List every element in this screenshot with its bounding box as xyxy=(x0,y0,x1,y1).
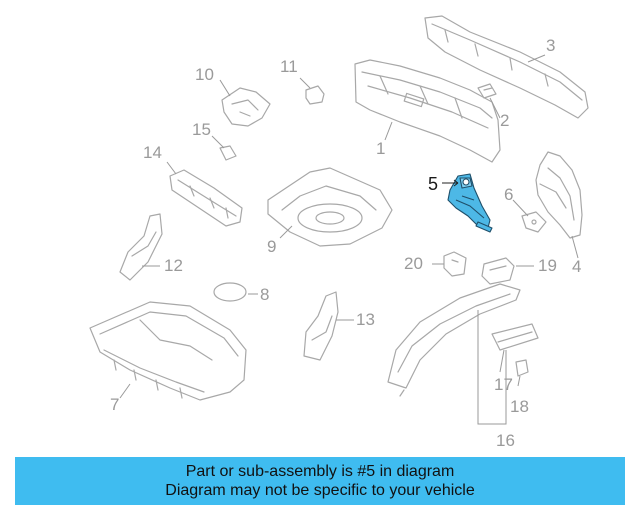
callout-5: 5 xyxy=(428,174,439,194)
part-8-plug xyxy=(213,282,247,302)
callout-8: 8 xyxy=(260,285,270,304)
callout-20: 20 xyxy=(404,254,423,273)
caption-line-2: Diagram may not be specific to your vehi… xyxy=(165,482,475,499)
callout-4: 4 xyxy=(572,257,582,276)
part-15-clip xyxy=(219,145,237,161)
callout-9: 9 xyxy=(267,237,277,256)
part-17-rail xyxy=(491,323,539,351)
caption-bar: Part or sub-assembly is #5 in diagram Di… xyxy=(15,457,625,505)
callout-12: 12 xyxy=(164,256,183,275)
callout-2: 2 xyxy=(500,111,510,130)
part-3-rail xyxy=(424,15,589,119)
parts-diagram xyxy=(89,15,589,425)
part-16-wheelhouse xyxy=(387,283,521,397)
callout-7: 7 xyxy=(110,395,120,414)
callout-13: 13 xyxy=(356,310,375,329)
part-10-bracket xyxy=(221,87,271,127)
part-9-spare-well xyxy=(267,167,393,247)
callout-3: 3 xyxy=(546,36,556,55)
caption-line-1: Part or sub-assembly is #5 in diagram xyxy=(185,463,455,480)
part-4-side-panel xyxy=(535,151,583,239)
part-5-highlighted xyxy=(447,173,493,233)
callout-17: 17 xyxy=(494,375,513,394)
part-14-rail xyxy=(169,169,243,227)
part-6-bracket xyxy=(521,211,547,233)
callout-18: 18 xyxy=(510,397,529,416)
callout-11: 11 xyxy=(280,57,298,76)
callout-15: 15 xyxy=(192,120,211,139)
part-20-bracket xyxy=(443,251,467,277)
part-13-bracket xyxy=(303,291,339,361)
callout-19: 19 xyxy=(538,256,557,275)
part-19-bracket xyxy=(481,257,515,285)
part-18-clip xyxy=(515,359,529,377)
callout-6: 6 xyxy=(504,185,514,204)
callout-16: 16 xyxy=(496,431,515,450)
callout-10: 10 xyxy=(195,65,214,84)
part-2-grommet xyxy=(477,83,497,99)
part-11-clip xyxy=(305,85,325,105)
part-1-rear-panel xyxy=(354,59,501,163)
callout-1: 1 xyxy=(376,139,386,158)
part-12-bracket xyxy=(119,213,163,281)
part-7-floor-pan xyxy=(89,301,247,401)
callout-14: 14 xyxy=(143,143,162,162)
